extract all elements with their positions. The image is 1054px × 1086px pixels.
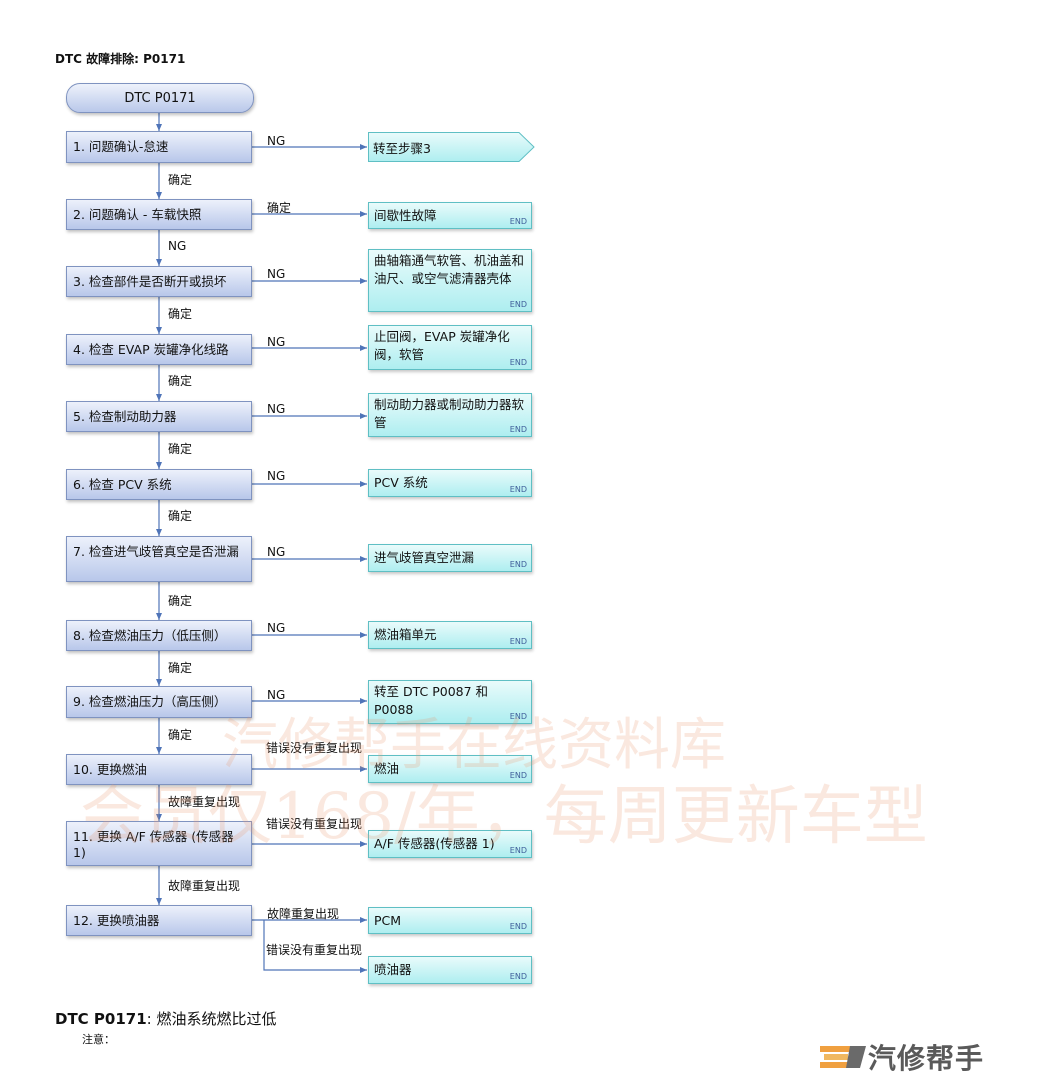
edge-label-down-11: 故障重复出现 (168, 879, 241, 893)
end-tag: END (509, 712, 527, 721)
edge-label-side-1: NG (267, 134, 286, 148)
end-tag: END (509, 637, 527, 646)
edge-label-side-13: 错误没有重复出现 (266, 943, 363, 957)
end-tag: END (509, 217, 527, 226)
result-4: 止回阀，EVAP 炭罐净化阀，软管 END (368, 325, 532, 370)
edge-label-side-2: 确定 (267, 201, 292, 215)
result-label-5: 制动助力器或制动助力器软管 (374, 397, 525, 430)
edge-label-down-3: 确定 (168, 307, 193, 321)
result-label-6: PCV 系统 (374, 475, 428, 490)
bottom-title-code: DTC P0171 (55, 1010, 147, 1028)
result-13: 喷油器 END (368, 956, 532, 984)
step-6: 6. 检查 PCV 系统 (66, 469, 252, 500)
result-12: PCM END (368, 907, 532, 934)
result-6: PCV 系统 END (368, 469, 532, 497)
step-1: 1. 问题确认-怠速 (66, 131, 252, 163)
step-2: 2. 问题确认 - 车载快照 (66, 199, 252, 230)
edge-label-side-11: 错误没有重复出现 (266, 817, 363, 831)
edge-label-down-7: 确定 (168, 594, 193, 608)
result-label-13: 喷油器 (374, 962, 412, 977)
edge-label-side-5: NG (267, 402, 286, 416)
edge-label-side-8: NG (267, 621, 286, 635)
page-heading: DTC 故障排除: P0171 (55, 52, 186, 66)
pentagon-arrow-shape (368, 132, 535, 162)
end-tag: END (509, 485, 527, 494)
result-8: 燃油箱单元 END (368, 621, 532, 649)
result-9: 转至 DTC P0087 和 P0088 END (368, 680, 532, 724)
result-label-3: 曲轴箱通气软管、机油盖和油尺、或空气滤清器壳体 (374, 253, 525, 286)
logo-mark-icon (820, 1046, 866, 1068)
edge-label-down-1: 确定 (168, 173, 193, 187)
edge-label-down-9: 确定 (168, 728, 193, 742)
step-8: 8. 检查燃油压力（低压侧） (66, 620, 252, 651)
goto-step3-box: 转至步骤3 (368, 132, 536, 162)
edge-label-side-12: 故障重复出现 (267, 907, 340, 921)
end-tag: END (509, 922, 527, 931)
step-4: 4. 检查 EVAP 炭罐净化线路 (66, 334, 252, 365)
result-label-4: 止回阀，EVAP 炭罐净化阀，软管 (374, 329, 510, 362)
end-tag: END (509, 771, 527, 780)
edge-label-side-4: NG (267, 335, 286, 349)
start-node: DTC P0171 (66, 83, 254, 113)
edge-label-down-6: 确定 (168, 509, 193, 523)
step-3: 3. 检查部件是否断开或损坏 (66, 266, 252, 297)
result-5: 制动助力器或制动助力器软管 END (368, 393, 532, 437)
step-5: 5. 检查制动助力器 (66, 401, 252, 432)
edge-label-down-8: 确定 (168, 661, 193, 675)
end-tag: END (509, 972, 527, 981)
result-label-1: 转至步骤3 (373, 141, 431, 156)
bottom-title: DTC P0171: 燃油系统燃比过低 (55, 1008, 276, 1029)
edge-label-side-3: NG (267, 267, 286, 281)
step-10: 10. 更换燃油 (66, 754, 252, 785)
edge-label-side-10: 错误没有重复出现 (266, 741, 363, 755)
result-11: A/F 传感器(传感器 1) END (368, 830, 532, 858)
result-label-8: 燃油箱单元 (374, 627, 437, 642)
step-9: 9. 检查燃油压力（高压侧） (66, 686, 252, 718)
result-label-12: PCM (374, 912, 402, 928)
result-label-9: 转至 DTC P0087 和 P0088 (374, 684, 489, 717)
end-tag: END (509, 425, 527, 434)
step-12: 12. 更换喷油器 (66, 905, 252, 936)
bottom-title-text: : 燃油系统燃比过低 (146, 1010, 277, 1028)
note-label: 注意： (82, 1033, 115, 1046)
edge-label-down-10: 故障重复出现 (168, 795, 241, 809)
logo: 汽修帮手 (820, 1040, 985, 1075)
watermark-line-2: 会员仅168/年，每周更新车型 (80, 780, 928, 854)
result-7: 进气歧管真空泄漏 END (368, 544, 532, 572)
edge-label-side-9: NG (267, 688, 286, 702)
result-label-2: 间歇性故障 (374, 207, 437, 223)
end-tag: END (509, 300, 527, 309)
edge-label-side-6: NG (267, 469, 286, 483)
result-3: 曲轴箱通气软管、机油盖和油尺、或空气滤清器壳体 END (368, 249, 532, 312)
watermark-line-1: 汽修帮手在线资料库 (222, 713, 726, 778)
result-2: 间歇性故障 END (368, 202, 532, 229)
edge-label-side-7: NG (267, 545, 286, 559)
result-10: 燃油 END (368, 755, 532, 783)
result-label-10: 燃油 (374, 761, 400, 776)
end-tag: END (509, 358, 527, 367)
end-tag: END (509, 846, 527, 855)
edge-label-down-2: NG (168, 239, 187, 253)
step-7: 7. 检查进气歧管真空是否泄漏 (66, 536, 252, 582)
edge-label-down-4: 确定 (168, 374, 193, 388)
result-label-7: 进气歧管真空泄漏 (374, 550, 475, 565)
end-tag: END (509, 560, 527, 569)
logo-text: 汽修帮手 (868, 1042, 985, 1075)
edge-label-down-5: 确定 (168, 442, 193, 456)
step-11: 11. 更换 A/F 传感器 (传感器 1) (66, 821, 252, 866)
result-label-11: A/F 传感器(传感器 1) (374, 836, 495, 851)
